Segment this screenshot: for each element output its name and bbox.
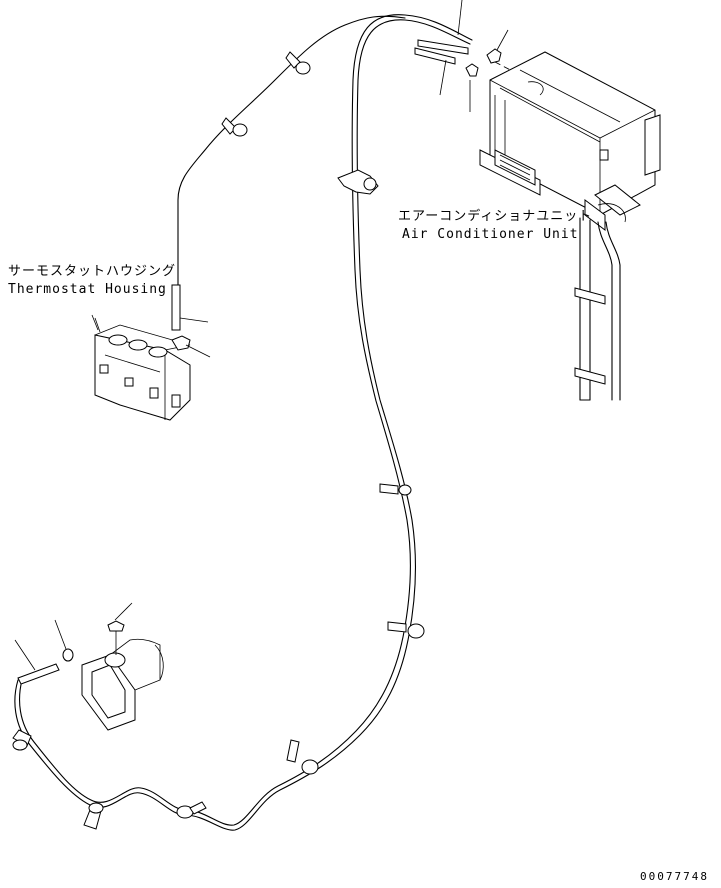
heater-pipe-fitting-drawing [14,602,164,731]
ac-unit-label-en: Air Conditioner Unit [402,227,579,242]
secondary-hose-route [177,15,406,289]
ac-unit-label-jp: エアーコンディショナユニット [398,209,593,224]
thermostat-label-jp: サーモスタットハウジング [8,264,177,279]
main-hose-route [14,14,473,831]
ac-hose-fittings [414,0,546,112]
thermostat-label-en: Thermostat Housing [8,282,167,297]
thermostat-housing-drawing [91,284,211,421]
hose-clamps [12,51,425,830]
air-conditioner-unit-drawing [479,51,661,231]
drawing-number: 00077748 [640,870,709,883]
ac-drain-hoses [574,203,626,401]
